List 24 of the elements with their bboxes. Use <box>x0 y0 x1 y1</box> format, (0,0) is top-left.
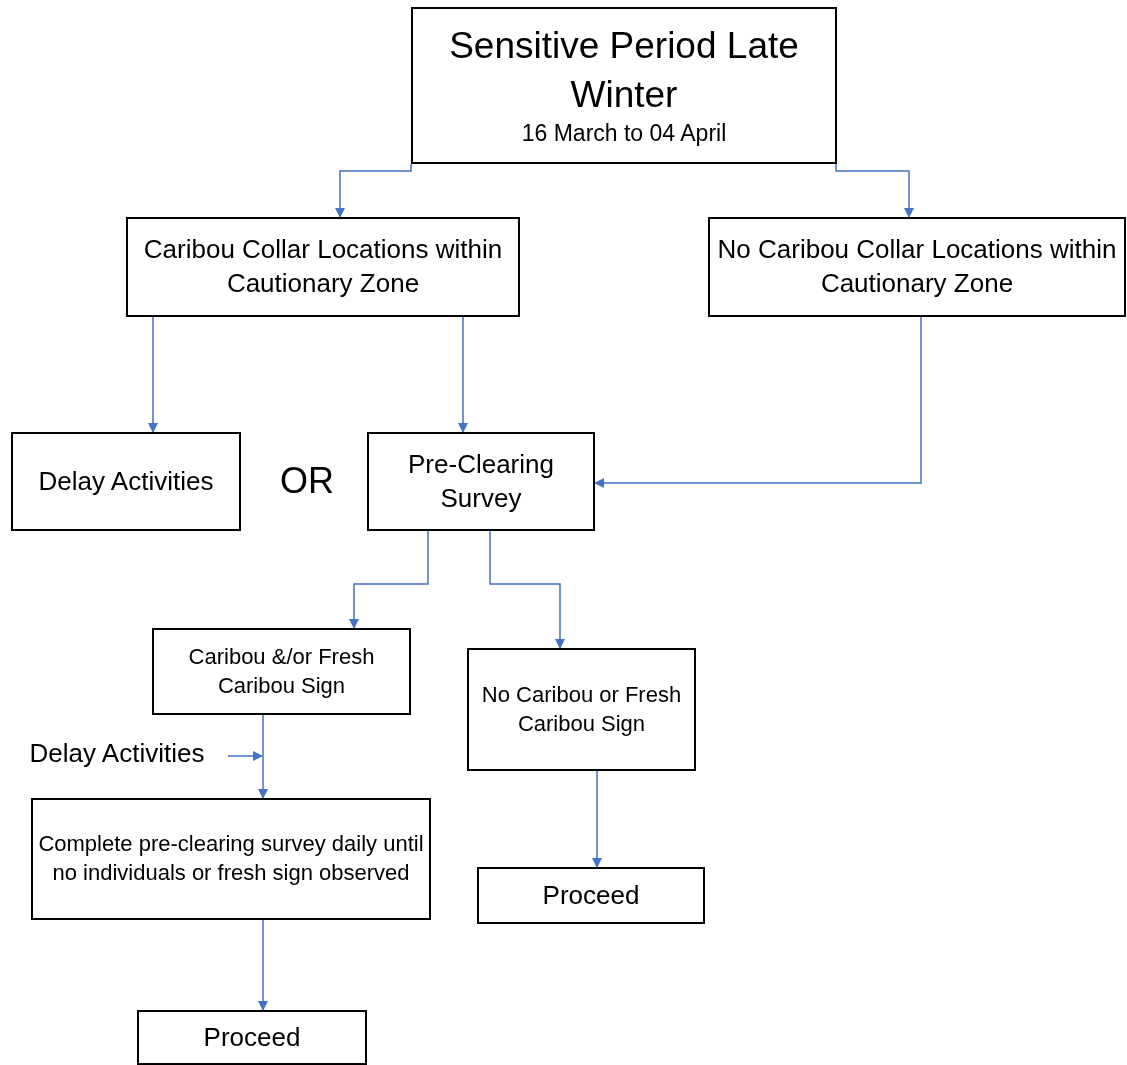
date-range: 16 March to 04 April <box>521 118 727 148</box>
arrow <box>835 163 914 218</box>
process-box: Caribou Collar Locations within Cautionary Zone <box>126 217 520 317</box>
arrow <box>594 316 922 488</box>
or-text: OR <box>280 460 334 502</box>
arrow <box>489 530 565 649</box>
arrow <box>592 770 602 868</box>
arrow <box>258 714 268 799</box>
arrow <box>335 163 412 218</box>
arrow <box>148 316 158 433</box>
process-box: No Caribou or Fresh Caribou Sign <box>467 648 696 771</box>
arrow <box>349 530 429 629</box>
process-box: No Caribou Collar Locations within Cautionary Zone <box>708 217 1126 317</box>
arrow <box>458 316 468 433</box>
process-box: Delay Activities <box>11 432 241 531</box>
process-box: Caribou &/or Fresh Caribou Sign <box>152 628 411 715</box>
process-box: Pre-Clearing Survey <box>367 432 595 531</box>
process-box: Proceed <box>477 867 705 924</box>
box-title: Sensitive Period Late Winter <box>448 24 800 117</box>
leader-arrow <box>227 751 263 761</box>
arrow <box>258 919 268 1011</box>
annotation-text: Delay Activities <box>29 737 205 771</box>
process-box: Proceed <box>137 1010 367 1065</box>
process-box: Complete pre-clearing survey daily until no individuals or fresh sign observed <box>31 798 431 920</box>
